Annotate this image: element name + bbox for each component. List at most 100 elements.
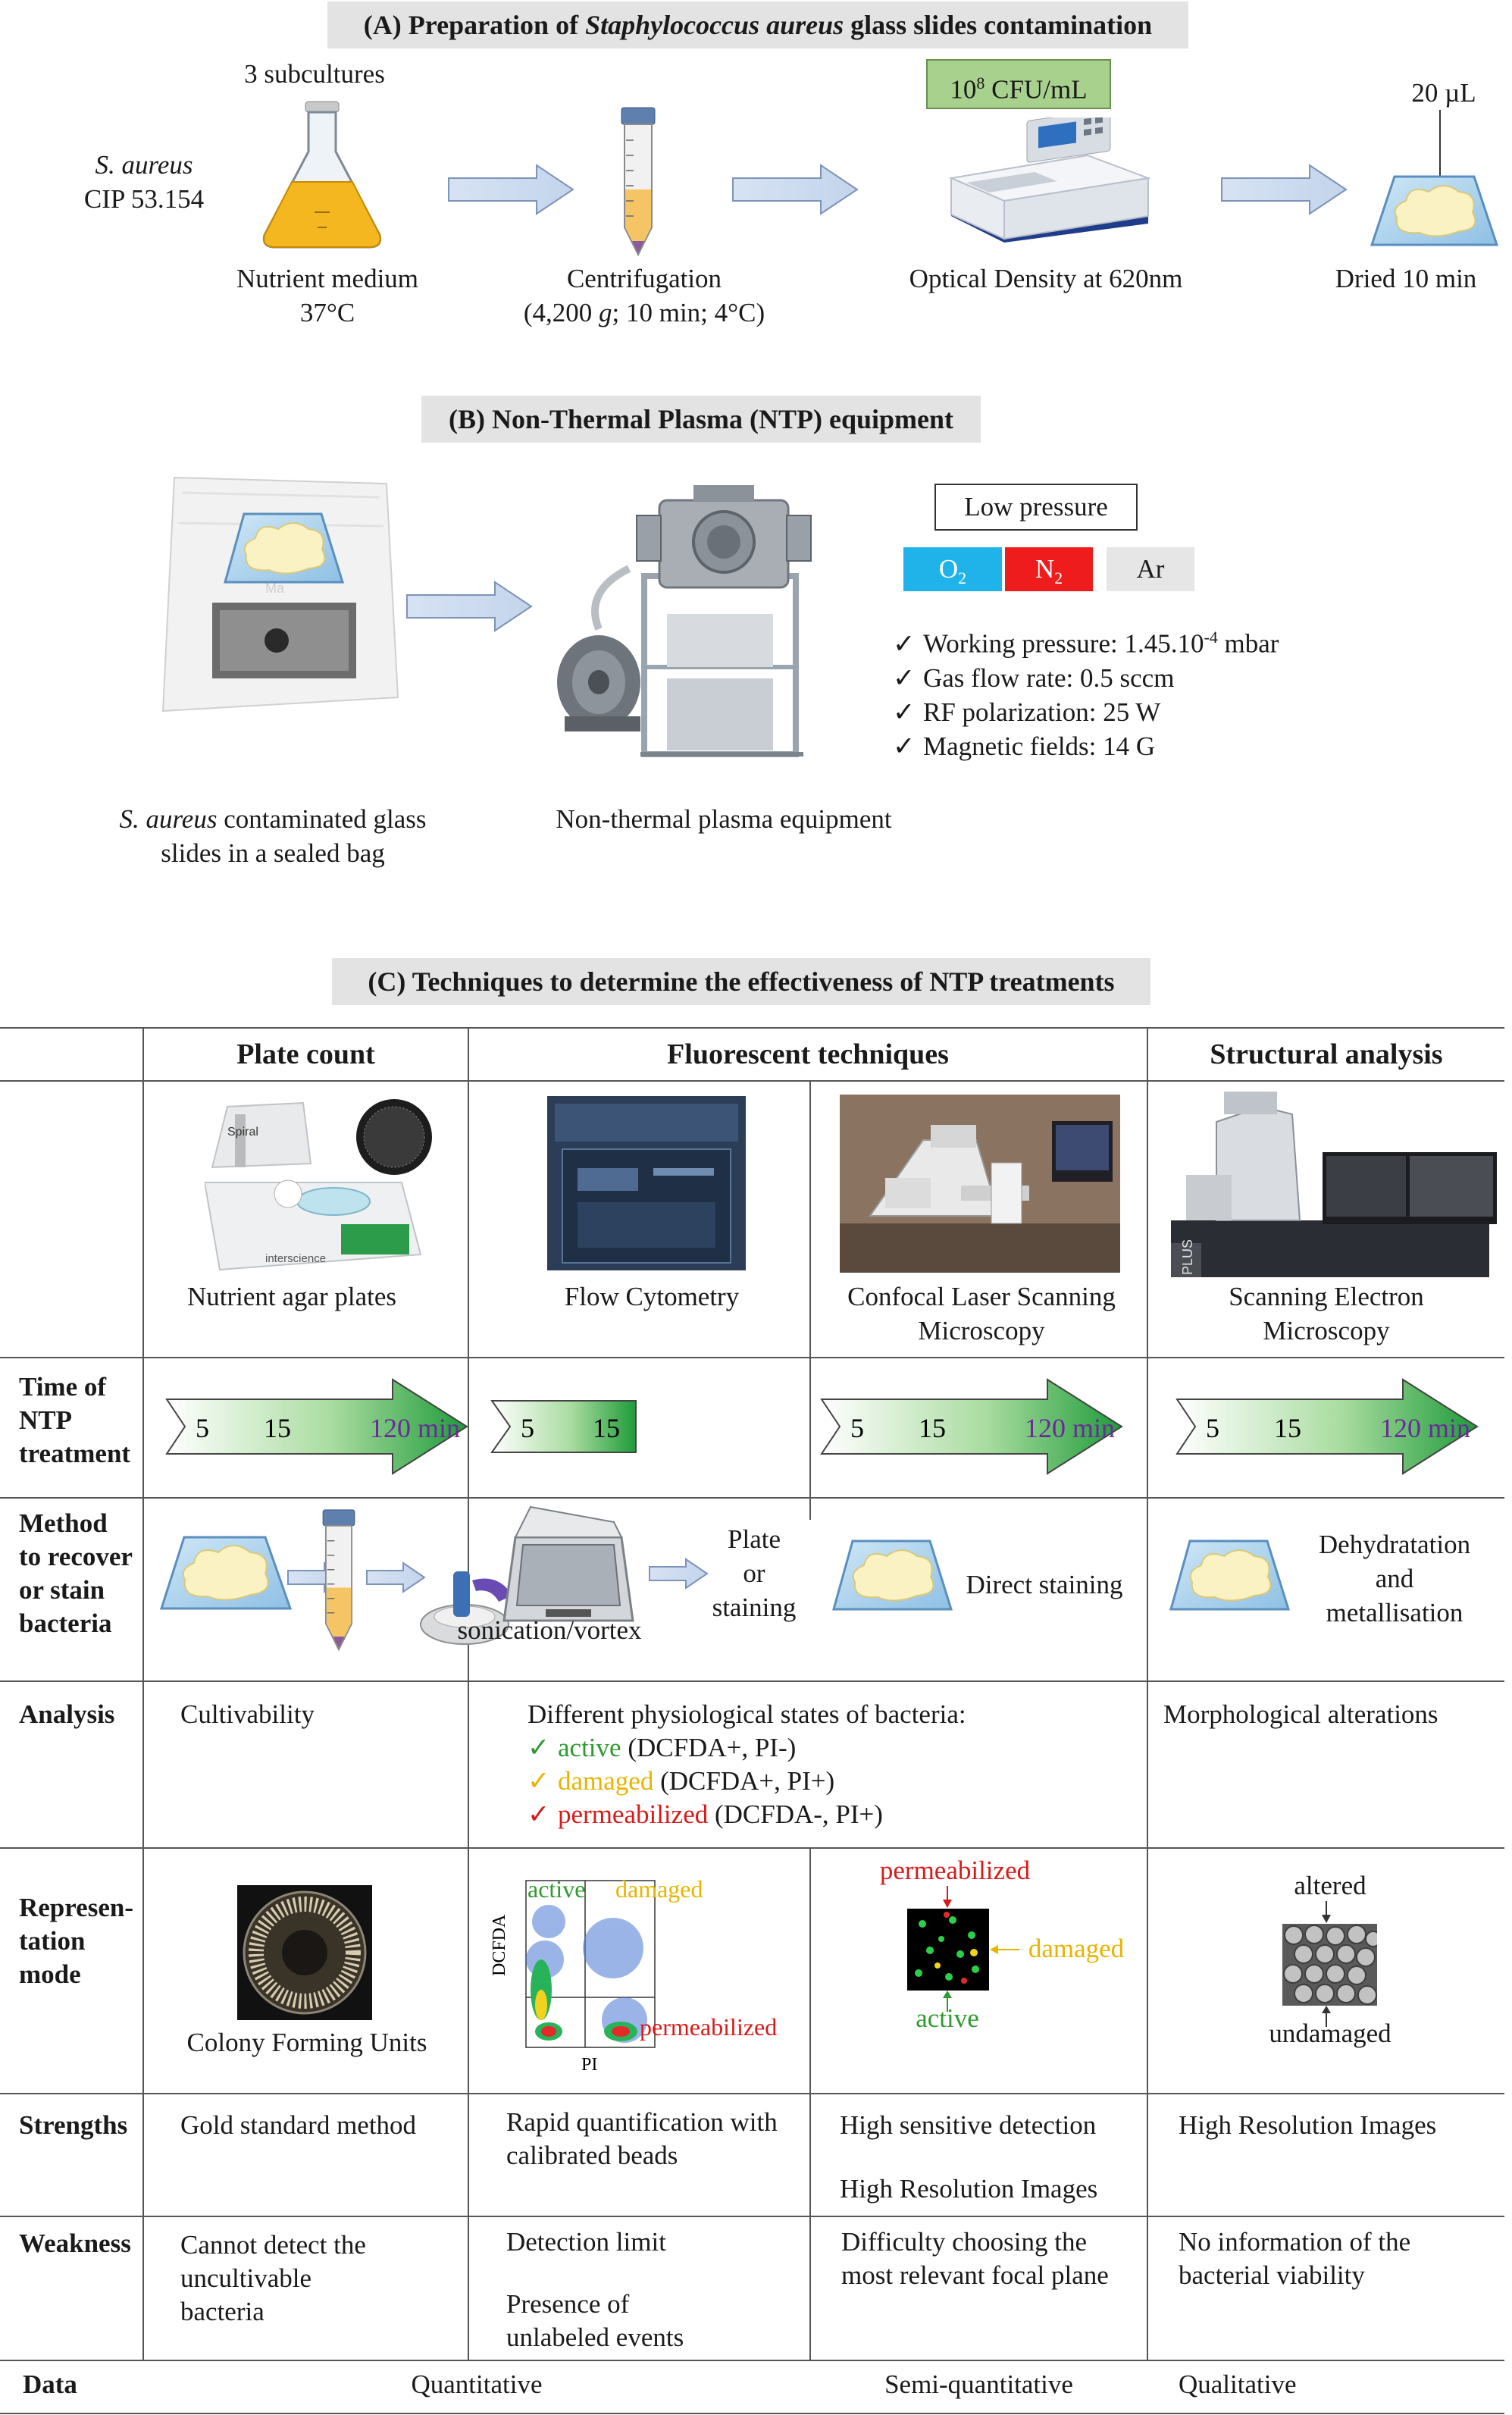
table-rule [0,1027,1504,1029]
time-5: 5 [1206,1413,1219,1443]
centrifugation-g-unit: g [599,298,612,327]
plate-or-staining-line3: staining [712,1593,797,1622]
check-icon: ✓ [527,1800,550,1829]
row-label-representation-line3: mode [19,1959,81,1989]
sem-arrow-down-icon [1322,1901,1331,1923]
plasma-equipment-icon [557,485,812,757]
strength-confocal-line1: High sensitive detection [840,2110,1097,2140]
time-120-min: 120 min [1380,1413,1470,1443]
contaminated-glass-slide-icon [832,1540,953,1611]
row-label-time-line1: Time of [19,1372,107,1402]
weakness-plate-line1: Cannot detect the [180,2230,366,2260]
state-active-label: active [558,1733,621,1762]
data-semi-quantitative: Semi-quantitative [884,2370,1073,2399]
check-icon: ✓ [893,697,916,727]
table-rule [0,1497,1504,1499]
state-damaged-markers: (DCFDA+, PI+) [653,1766,835,1796]
small-arrow-icon [649,1558,709,1590]
gas-flow-value: Gas flow rate: 0.5 sccm [923,662,1175,693]
section-a-title: (A) Preparation of Staphylococcus aureus… [327,2,1188,49]
flow-arrow [406,581,533,632]
data-qualitative: Qualitative [1179,2370,1297,2399]
time-15: 15 [593,1413,620,1443]
section-a-title-prefix: (A) Preparation of [363,10,586,40]
plus-logo-text: PLUS [1180,1239,1195,1275]
section-a-title-species: Staphylococcus aureus [585,10,844,40]
spacer [840,2142,1143,2172]
low-pressure-box: Low pressure [934,484,1138,531]
ultrasonic-bath-icon [502,1505,634,1622]
check-icon: ✓ [893,628,916,659]
table-column-rule [468,1027,469,2360]
strength-plate-count: Gold standard method [180,2110,417,2140]
treatment-time-arrow: 5 15 120 min [1175,1378,1479,1475]
section-b-title: (B) Non-Thermal Plasma (NTP) equipment [421,396,981,443]
dried-caption: Dried 10 min [1335,264,1477,293]
spiral-plater-icon: Spiral interscience [205,1092,432,1277]
check-icon: ✓ [893,662,916,693]
time-5: 5 [196,1413,209,1443]
weakness-confocal: Difficulty choosing the most relevant fo… [841,2225,1144,2292]
time-15: 15 [919,1413,946,1443]
sem-altered-label: altered [1294,1871,1366,1900]
gas-ar-box: Ar [1107,547,1194,591]
sem-undamaged-label: undamaged [1269,2019,1391,2048]
plate-or-staining-label: Plate or staining [697,1522,811,1624]
section-c-title: (C) Techniques to determine the effectiv… [332,958,1150,1005]
flow-cytometry-dotplot: DCFDA PI active damaged permeabilized [490,1876,777,2075]
dotplot-permeabilized-label: permeabilized [640,2013,777,2041]
technique-confocal-microscopy: Confocal Laser Scanning Microscopy [811,1280,1152,1348]
row-label-strengths: Strengths [19,2110,128,2140]
technique-confocal-line2: Microscopy [918,1316,1045,1345]
row-label-weakness: Weakness [19,2229,131,2258]
centrifugation-caption-line1: Centrifugation [566,264,722,293]
header-structural-analysis: Structural analysis [1210,1038,1443,1070]
parameter-working-pressure: ✓Working pressure: 1.45.10-4 mbar [893,620,1499,661]
clsm-permeabilized-label: permeabilized [879,1856,1031,1885]
row-label-representation: Represen- tation mode [19,1891,144,1991]
subcultures-label: 3 subcultures [244,59,385,89]
time-120-min: 120 min [370,1413,460,1443]
gas-o2-symbol: O [938,554,959,584]
flask-caption: Nutrient medium 37°C [199,262,456,330]
parameter-magnetic-fields: ✓Magnetic fields: 14 G [893,729,1499,763]
table-rule [0,1080,1504,1082]
strain-code: CIP 53.154 [83,184,205,214]
section-a-title-suffix: glass slides contamination [844,10,1153,40]
clsm-damaged-label: damaged [1028,1934,1125,1963]
contaminated-glass-slide-icon [224,512,345,584]
time-unit: min [1066,1413,1115,1443]
time-unit: min [411,1413,460,1443]
dotplot-damaged-label: damaged [615,1876,703,1903]
sealed-bag-caption-line1: S. aureus contaminated glass [83,802,462,836]
magnetic-fields-value: Magnetic fields: 14 G [923,731,1156,761]
table-rule [0,2360,1504,2361]
petri-dish-icon [237,1885,372,2020]
state-permeabilized-markers: (DCFDA-, PI+) [708,1800,883,1829]
table-rule [0,1357,1504,1358]
row-label-method-line4: bacteria [19,1608,112,1638]
plasma-parameters-list: ✓Working pressure: 1.45.10-4 mbar ✓Gas f… [893,620,1499,763]
header-plate-count: Plate count [236,1038,375,1070]
gas-n2-box: N2 [1005,547,1093,591]
confocal-image [907,1909,989,1991]
treatment-time-arrow-short: 5 15 [490,1400,637,1453]
table-column-rule [809,1847,811,2360]
flow-arrow [448,164,574,215]
cfu-exponent: 8 [976,74,985,92]
cfu-base: 10 [950,74,977,105]
analysis-cultivability: Cultivability [180,1699,315,1729]
time-120: 120 [1380,1413,1421,1443]
cfu-unit: CFU/mL [985,74,1088,105]
centrifugation-conditions: ; 10 min; 4°C) [612,298,765,327]
dotplot-y-axis-label: DCFDA [490,1914,509,1976]
table-rule [0,1680,1504,1682]
dotplot-x-axis-label: PI [581,2055,597,2075]
dotplot-active-label: active [527,1876,585,1903]
clsm-arrow-up-icon [943,1991,952,2012]
table-column-rule [809,1080,811,1520]
weakness-plate-line3: bacteria [180,2297,265,2326]
analysis-state-damaged: ✓damaged (DCFDA+, PI+) [527,1765,1134,1798]
svg-text:Ma: Ma [265,581,285,596]
flow-cytometer-icon [547,1096,746,1270]
